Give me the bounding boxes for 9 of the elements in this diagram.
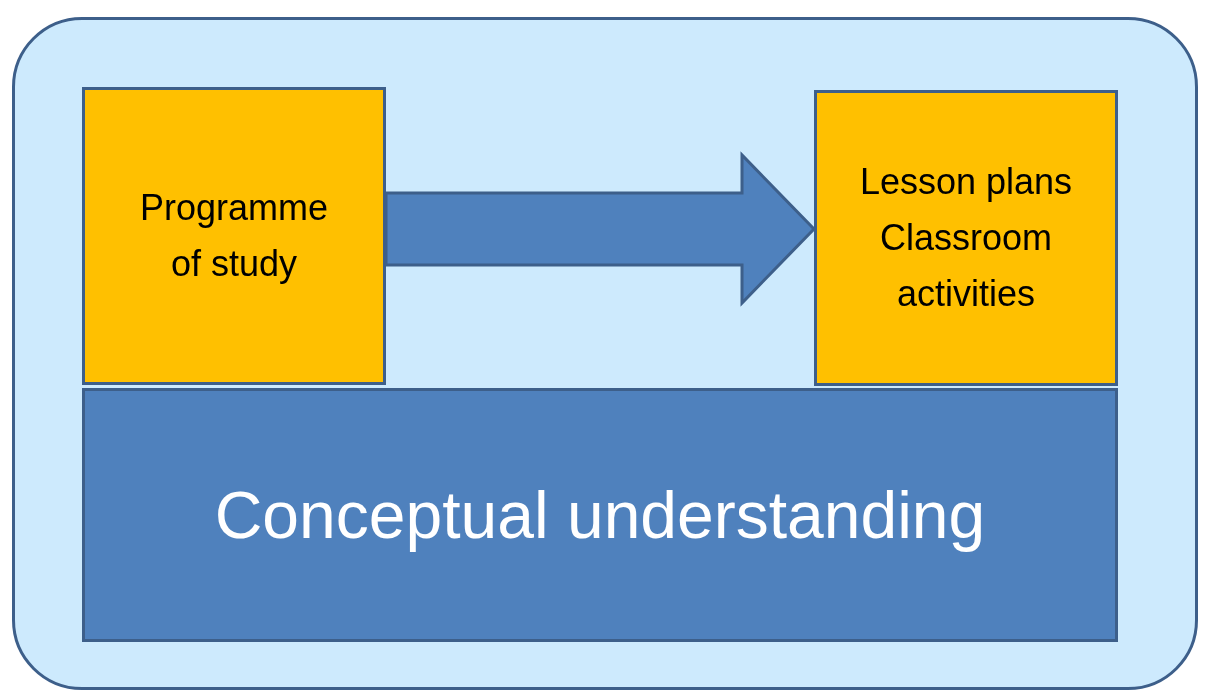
process-box [814, 90, 1118, 386]
block-arrow [384, 151, 817, 307]
node-label: Conceptual understanding [214, 476, 986, 554]
node-label: Classroom activities [878, 216, 1053, 316]
node-label: Programme of study [138, 186, 330, 286]
foundation-bar [82, 388, 1118, 642]
node-label: Lesson plans [859, 160, 1073, 205]
container-panel [12, 17, 1198, 690]
process-box [82, 87, 386, 385]
